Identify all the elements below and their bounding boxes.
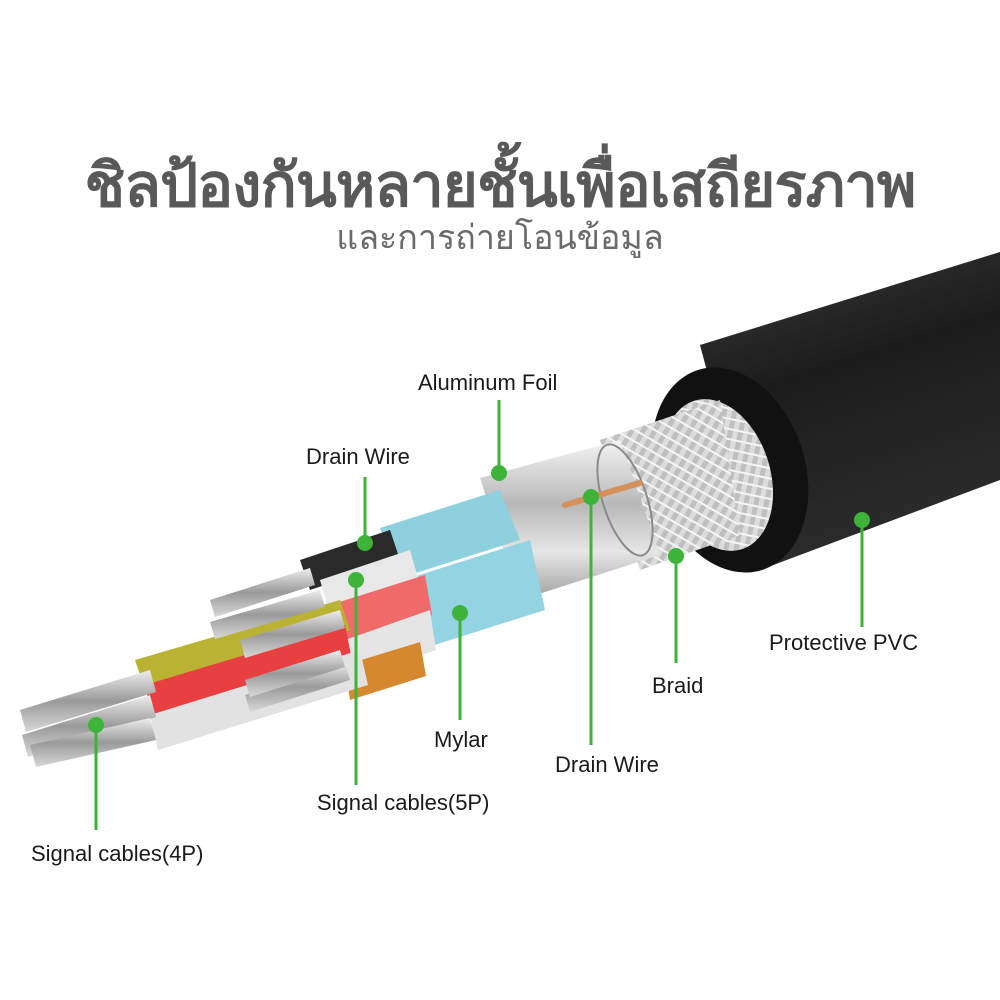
- callout-signal-cables-5p: Signal cables(5P): [317, 790, 490, 815]
- callout-drain-wire-bottom: Drain Wire: [555, 752, 659, 777]
- mylar-layer: [380, 490, 545, 648]
- callout-signal-cables-4p: Signal cables(4P): [31, 841, 204, 866]
- callout-braid: Braid: [652, 673, 704, 698]
- callout-aluminum-foil: Aluminum Foil: [418, 370, 558, 395]
- callout-markers: [88, 400, 870, 830]
- callout-protective-pvc: Protective PVC: [769, 630, 919, 655]
- page-title: ชิลป้องกันหลายชั้นเพื่อเสถียรภาพ: [84, 151, 917, 221]
- page-subtitle: และการถ่ายโอนข้อมูล: [336, 218, 664, 258]
- callout-mylar: Mylar: [434, 727, 488, 752]
- callout-drain-wire-top: Drain Wire: [306, 444, 410, 469]
- inner-conductors: [20, 530, 436, 767]
